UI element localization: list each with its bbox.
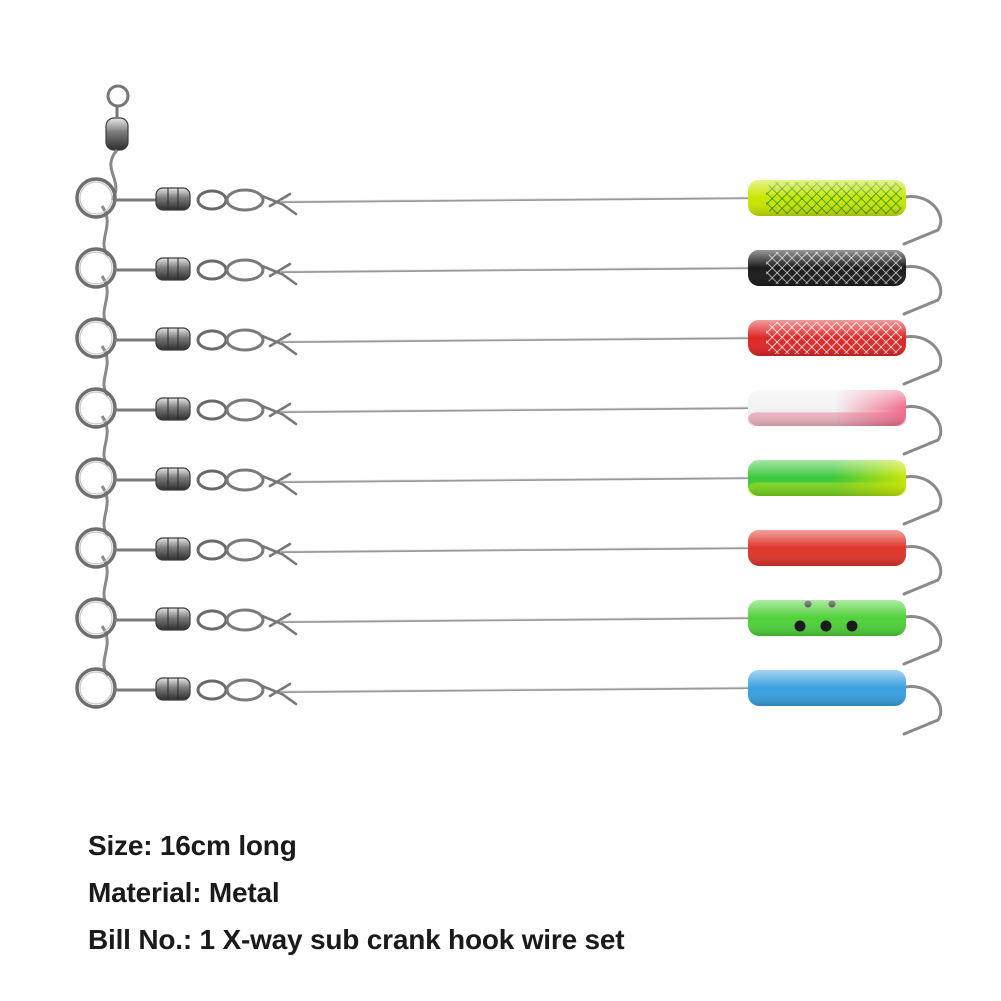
weight-shine [748,530,906,566]
weight-shine [748,320,906,356]
leader-wire [279,616,753,624]
wire-twist-icon [260,472,298,496]
split-ring-icon [75,247,117,289]
split-ring-highlight [79,321,113,355]
split-ring-highlight [79,391,113,425]
barrel-swivel-icon [155,187,191,211]
rig-4 [75,387,943,467]
rig-7 [75,597,943,677]
top-loop-icon [106,84,130,108]
leader-wire-shine [279,196,753,202]
rig-1 [75,177,943,257]
wire-twist-icon [260,332,298,356]
hook-wire-set-photo [75,84,943,736]
barrel-swivel-icon [155,607,191,631]
split-ring-highlight [79,251,113,285]
rigs-group [75,177,943,736]
leader-wire-shine [279,686,753,692]
rig-3 [75,317,943,397]
snap-loop-icon [196,609,228,631]
wire-twist-icon [260,402,298,426]
crank-hook-icon [898,195,943,246]
material-spec: Material: Metal [88,877,280,908]
split-ring-icon [75,597,117,639]
wire-twist-icon [260,542,298,566]
twist-loop-icon [225,398,265,422]
leader-wire-shine [279,546,753,552]
leader-wire [279,686,753,694]
split-ring-highlight [79,671,113,705]
leader-wire [279,196,753,204]
leader-wire-shine [279,476,753,482]
weight-shine [748,460,906,496]
wire-twist-icon [260,612,298,636]
wire-twist-icon [260,682,298,706]
crank-hook-icon [898,475,943,526]
weight-shine [748,180,906,216]
split-ring-highlight [79,531,113,565]
leader-wire [279,336,753,344]
split-ring-icon [75,317,117,359]
barrel-swivel-icon [155,467,191,491]
split-ring-icon [75,457,117,499]
split-ring-highlight [79,461,113,495]
split-ring-highlight [79,181,113,215]
snap-loop-icon [196,539,228,561]
crank-hook-icon [898,545,943,596]
size-spec: Size: 16cm long [88,830,297,861]
leader-wire-shine [279,336,753,342]
twist-loop-icon [225,678,265,702]
weight-shine [748,600,906,636]
split-ring-icon [75,667,117,709]
leader-wire [279,406,753,414]
wire-twist-icon [260,192,298,216]
wire-twist-icon [260,262,298,286]
crank-hook-icon [898,405,943,456]
spec-list: Size: 16cm long Material: Metal Bill No.… [88,822,625,963]
snap-loop-icon [196,469,228,491]
crank-hook-icon [898,335,943,386]
leader-wire [279,546,753,554]
weight-shine [748,390,906,426]
barrel-swivel-icon [155,677,191,701]
twist-loop-icon [225,468,265,492]
snap-loop-icon [196,679,228,701]
crank-hook-icon [898,615,943,666]
top-swivel-icon [105,117,129,151]
twist-loop-icon [225,328,265,352]
twist-loop-icon [225,608,265,632]
snap-loop-icon [196,189,228,211]
leader-wire-shine [279,616,753,622]
rig-8 [75,667,943,736]
leader-wire-shine [279,266,753,272]
barrel-swivel-icon [155,327,191,351]
split-ring-icon [75,527,117,569]
leader-wire [279,266,753,274]
twist-loop-icon [225,188,265,212]
snap-loop-icon [196,399,228,421]
snap-loop-icon [196,259,228,281]
crank-hook-icon [898,265,943,316]
barrel-swivel-icon [155,537,191,561]
leader-wire-shine [279,406,753,412]
leader-wire [279,476,753,484]
rig-6 [75,527,943,607]
barrel-swivel-icon [155,257,191,281]
twist-loop-icon [225,538,265,562]
weight-shine [748,250,906,286]
split-ring-highlight [79,601,113,635]
crank-hook-icon [898,685,943,736]
twist-loop-icon [225,258,265,282]
rig-2 [75,247,943,327]
rig-5 [75,457,943,537]
snap-loop-icon [196,329,228,351]
split-ring-icon [75,177,117,219]
bill-spec: Bill No.: 1 X-way sub crank hook wire se… [88,924,625,955]
barrel-swivel-icon [155,397,191,421]
weight-shine [748,670,906,706]
split-ring-icon [75,387,117,429]
